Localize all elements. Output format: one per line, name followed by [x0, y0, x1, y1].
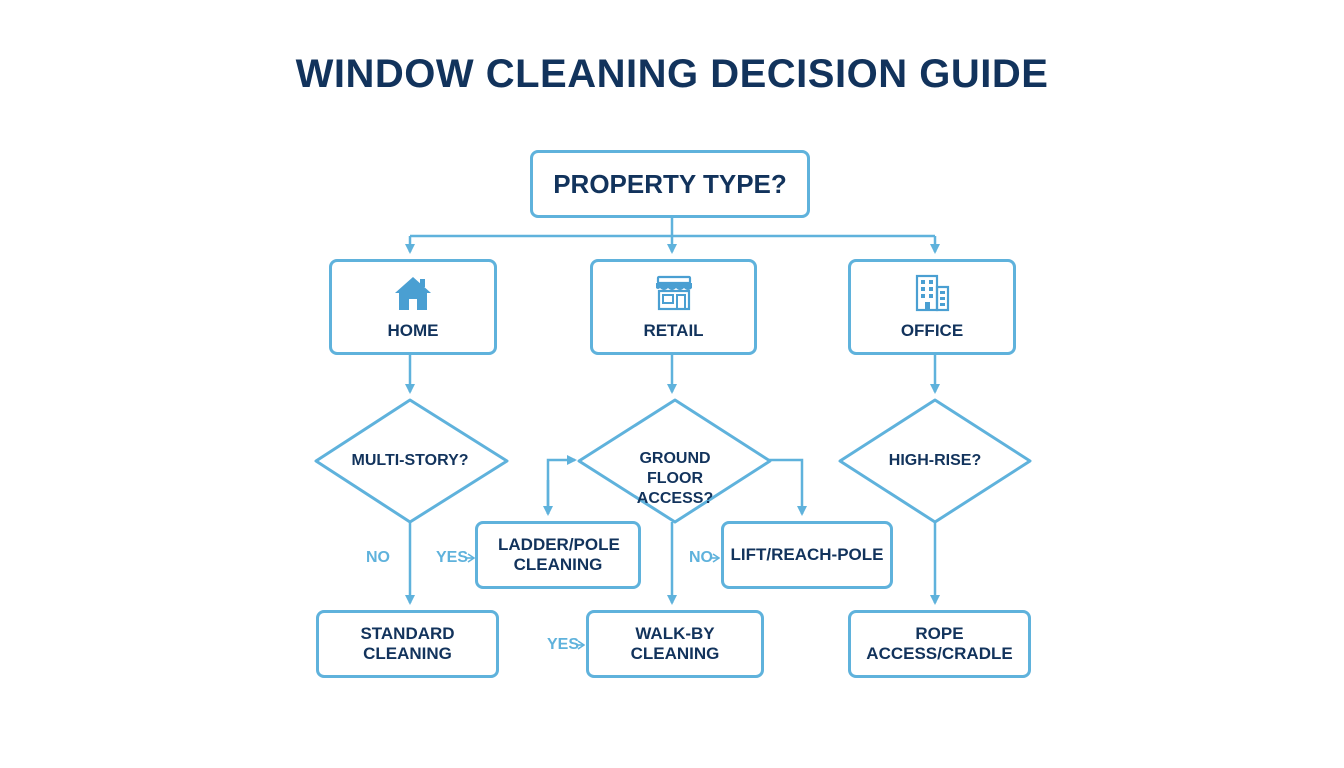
office-building-icon [915, 274, 950, 312]
category-label-home: HOME [387, 321, 439, 340]
outcome-label-ladder-pole: LADDER/POLE CLEANING [498, 535, 620, 574]
decision-diamond-office [838, 398, 1032, 524]
decision-diamond-home [314, 398, 509, 524]
outcome-box-lift-reach-pole: LIFT/REACH-POLE [721, 521, 893, 589]
root-question-box: PROPERTY TYPE? [530, 150, 810, 218]
decision-label-home: MULTI-STORY? [351, 452, 469, 469]
decision-diamond-retail [577, 398, 772, 524]
category-box-home: HOME [329, 259, 497, 355]
connector-retail-lift [768, 458, 807, 516]
outcome-label-walk-by: WALK-BY CLEANING [630, 624, 720, 663]
category-label-retail: RETAIL [643, 321, 704, 340]
edge-label-home-yes: YES [436, 549, 469, 566]
outcome-box-standard: STANDARD CLEANING [316, 610, 499, 678]
edge-label-retail-yes: YES [547, 636, 580, 653]
connector-retail-ladder [546, 455, 577, 514]
category-label-office: OFFICE [900, 321, 964, 340]
root-question-label: PROPERTY TYPE? [553, 168, 787, 199]
decision-label-retail: GROUND FLOOR ACCESS? [636, 450, 714, 507]
outcome-box-walk-by: WALK-BY CLEANING [586, 610, 764, 678]
category-box-office: OFFICE [848, 259, 1016, 355]
edge-label-home-no: NO [366, 549, 390, 566]
house-icon [395, 277, 431, 310]
storefront-icon [655, 275, 692, 311]
category-box-retail: RETAIL [590, 259, 757, 355]
outcome-box-rope-access: ROPE ACCESS/CRADLE [848, 610, 1031, 678]
page-title: WINDOW CLEANING DECISION GUIDE [295, 52, 1049, 96]
outcome-label-rope-access: ROPE ACCESS/CRADLE [866, 624, 1013, 663]
outcome-label-standard: STANDARD CLEANING [360, 624, 455, 663]
decision-label-office: HIGH-RISE? [888, 452, 982, 469]
outcome-box-ladder-pole: LADDER/POLE CLEANING [475, 521, 641, 589]
edge-label-retail-no: NO [689, 549, 713, 566]
outcome-label-lift-reach-pole: LIFT/REACH-POLE [730, 545, 884, 564]
